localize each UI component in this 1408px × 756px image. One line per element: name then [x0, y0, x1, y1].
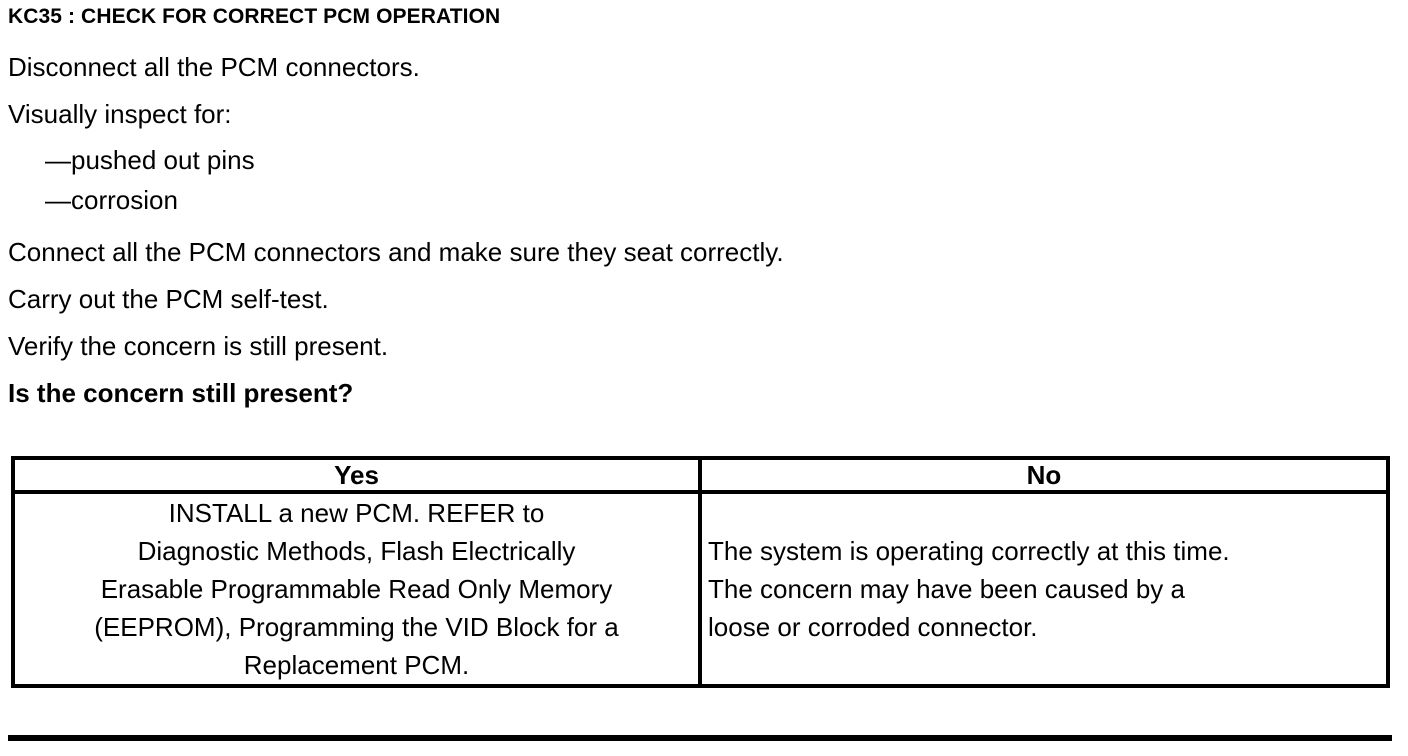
yes-action-line-3: Erasable Programmable Read Only Memory — [100, 574, 613, 604]
instruction-bullet-corrosion: —corrosion — [45, 185, 178, 215]
yes-action-line-5: Replacement PCM. — [243, 650, 470, 680]
table-header-yes: Yes — [11, 456, 702, 494]
instruction-line-7: Verify the concern is still present. — [8, 331, 389, 361]
no-action-line-3: loose or corroded connector. — [708, 612, 1038, 642]
decision-table: Yes No INSTALL a new PCM. REFER to Diagn… — [11, 456, 1390, 688]
table-row: INSTALL a new PCM. REFER to Diagnostic M… — [11, 490, 1390, 688]
yes-action-line-4: (EEPROM), Programming the VID Block for … — [94, 612, 619, 642]
no-action-line-1: The system is operating correctly at thi… — [708, 536, 1230, 566]
table-header-no: No — [698, 456, 1390, 494]
instruction-line-6: Carry out the PCM self-test. — [8, 284, 329, 314]
instruction-list: Disconnect all the PCM connectors. Visua… — [8, 44, 1388, 417]
table-cell-no-action: The system is operating correctly at thi… — [698, 490, 1390, 688]
instruction-line-5: Connect all the PCM connectors and make … — [8, 237, 784, 267]
instruction-line-2: Visually inspect for: — [8, 99, 232, 129]
yes-action-line-1: INSTALL a new PCM. REFER to — [168, 498, 545, 528]
no-action-line-2: The concern may have been caused by a — [708, 574, 1185, 604]
yes-action-line-2: Diagnostic Methods, Flash Electrically — [137, 536, 576, 566]
page-bottom-rule — [8, 735, 1392, 741]
decision-question: Is the concern still present? — [8, 378, 354, 408]
table-header-row: Yes No — [11, 456, 1390, 494]
instruction-bullet-pushed-out-pins: —pushed out pins — [45, 145, 255, 175]
page-title: KC35 : CHECK FOR CORRECT PCM OPERATION — [8, 5, 501, 28]
table-cell-yes-action: INSTALL a new PCM. REFER to Diagnostic M… — [11, 490, 702, 688]
instruction-line-1: Disconnect all the PCM connectors. — [8, 52, 420, 82]
